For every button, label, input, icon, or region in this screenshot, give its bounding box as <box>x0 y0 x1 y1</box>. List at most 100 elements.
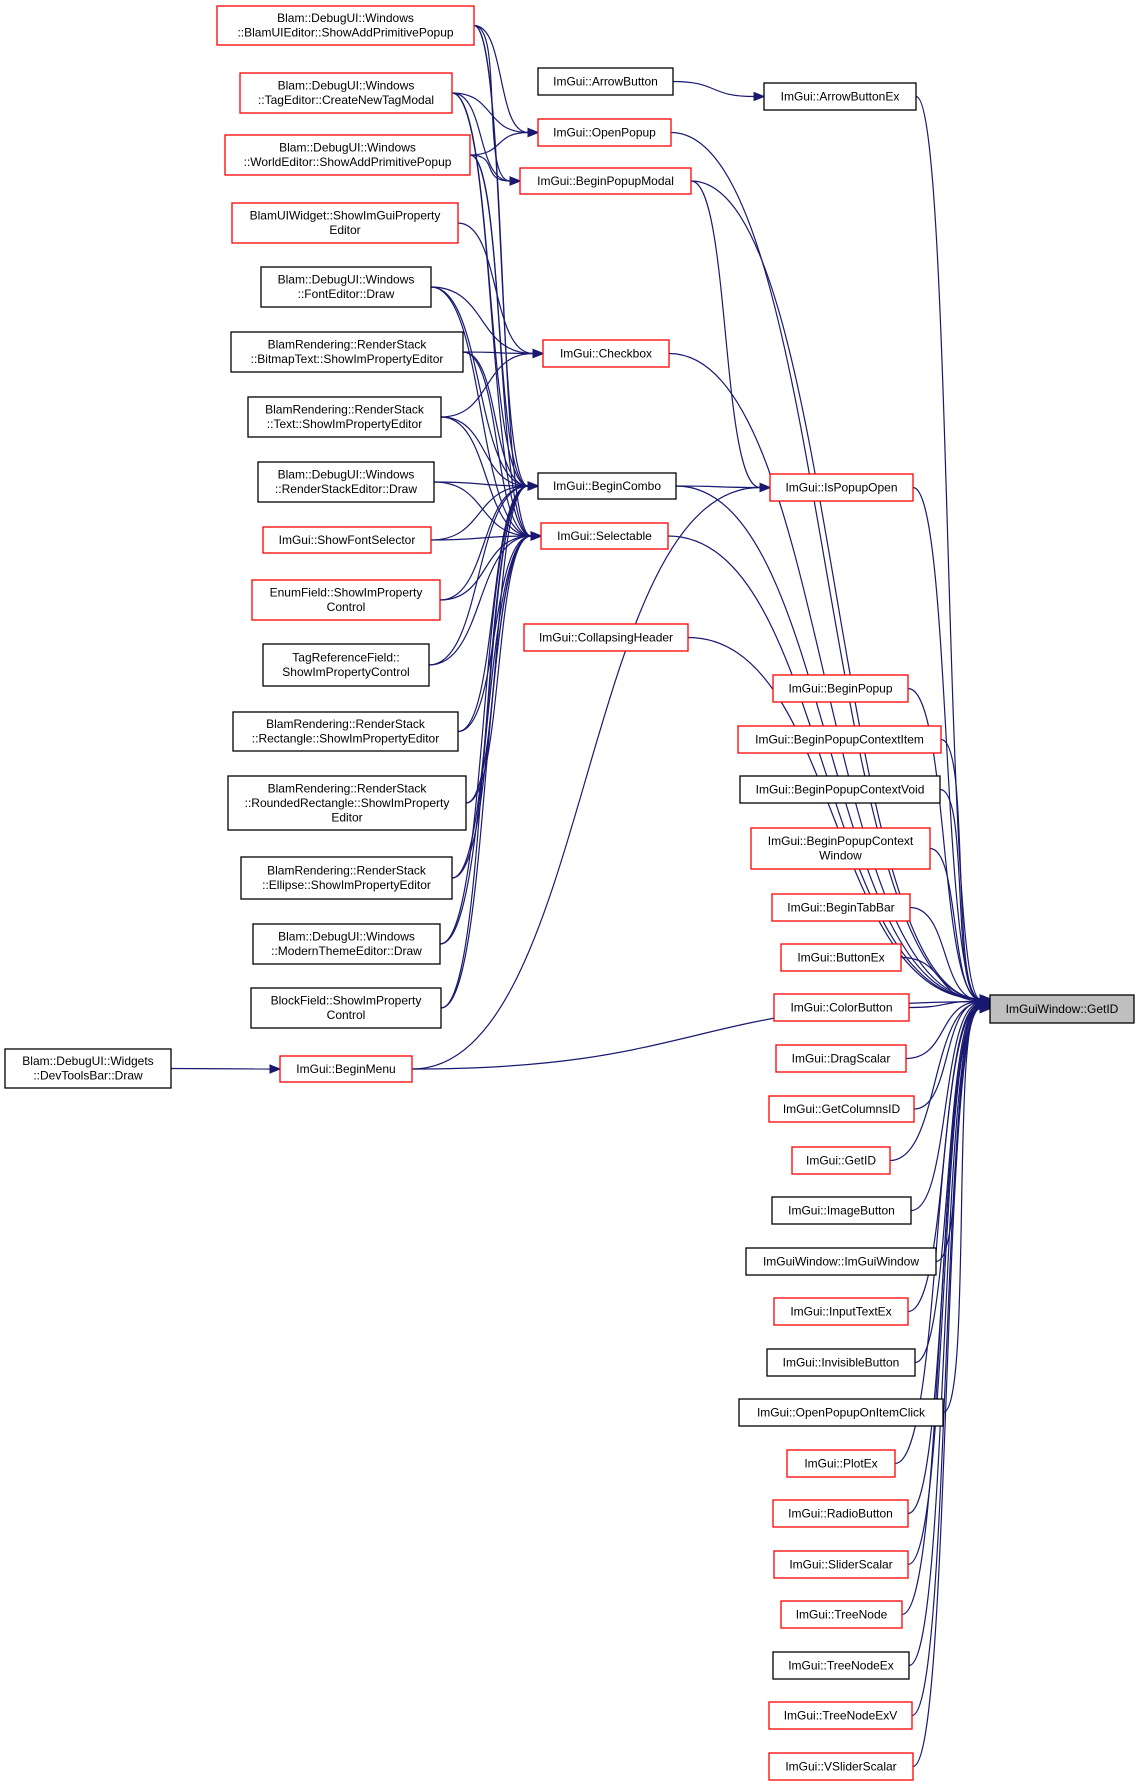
edge-rstext-to-checkbox <box>440 348 545 418</box>
node-sap_blamui[interactable]: Blam::DebugUI::Windows::BlamUIEditor::Sh… <box>216 5 475 46</box>
node-box <box>240 856 453 900</box>
node-box <box>232 711 459 752</box>
node-label: ImGui::BeginPopup <box>788 681 892 695</box>
node-bpcitem[interactable]: ImGui::BeginPopupContextItem <box>737 725 942 754</box>
node-vsliderscalar[interactable]: ImGui::VSliderScalar <box>768 1752 914 1781</box>
node-label: ImGui::Checkbox <box>560 346 652 360</box>
node-box <box>791 1146 891 1175</box>
edge-sap_blamui-to-beginpopupmodal <box>473 24 522 186</box>
node-box <box>252 923 441 965</box>
node-label: ImGui::ButtonEx <box>797 950 884 964</box>
node-box <box>775 1044 907 1073</box>
node-box <box>542 339 670 368</box>
node-beginpopupmodal[interactable]: ImGui::BeginPopupModal <box>519 167 692 195</box>
node-label: BlamUIWidget::ShowImGuiProperty <box>250 209 441 223</box>
node-box <box>257 461 435 503</box>
node-devtools[interactable]: Blam::DebugUI::Widgets::DevToolsBar::Dra… <box>4 1048 172 1089</box>
edge-beginpopupmodal-to-root <box>690 180 992 1004</box>
node-label: ::WorldEditor::ShowAddPrimitivePopup <box>244 155 452 169</box>
node-beginpopup[interactable]: ImGui::BeginPopup <box>772 674 909 703</box>
node-label: BlamRendering::RenderStack <box>266 717 426 731</box>
node-begincombo[interactable]: ImGui::BeginCombo <box>537 472 677 500</box>
node-bpcvoid[interactable]: ImGui::BeginPopupContextVoid <box>739 775 941 804</box>
node-imagebutton[interactable]: ImGui::ImageButton <box>771 1196 912 1225</box>
node-box <box>523 623 689 652</box>
node-label: ImGui::BeginPopupModal <box>537 174 674 188</box>
node-rseditor[interactable]: Blam::DebugUI::Windows::RenderStackEdito… <box>257 461 435 503</box>
node-colorbutton[interactable]: ImGui::ColorButton <box>773 993 910 1022</box>
edge-devtools-to-beginmenu <box>170 1064 282 1074</box>
node-imgui_getid[interactable]: ImGui::GetID <box>791 1146 891 1175</box>
node-box <box>231 202 459 244</box>
node-label: BlamRendering::RenderStack <box>268 781 428 795</box>
node-label: ::TagEditor::CreateNewTagModal <box>258 93 434 107</box>
node-label: ImGui::TreeNode <box>796 1607 888 1621</box>
node-sap_world[interactable]: Blam::DebugUI::Windows::WorldEditor::Sho… <box>224 134 471 176</box>
node-label: ::FontEditor::Draw <box>298 287 395 301</box>
node-inputtextex[interactable]: ImGui::InputTextEx <box>773 1297 909 1326</box>
node-selectable[interactable]: ImGui::Selectable <box>540 522 669 550</box>
node-label: ImGui::GetID <box>806 1153 876 1167</box>
node-rsellipse[interactable]: BlamRendering::RenderStack::Ellipse::Sho… <box>240 856 453 900</box>
node-checkbox[interactable]: ImGui::Checkbox <box>542 339 670 368</box>
edge-openpopup-to-root <box>670 131 992 1004</box>
node-box <box>216 5 475 46</box>
node-sliderscalar[interactable]: ImGui::SliderScalar <box>773 1550 909 1579</box>
node-enumfield[interactable]: EnumField::ShowImPropertyControl <box>251 579 441 621</box>
node-rsround[interactable]: BlamRendering::RenderStack::RoundedRecta… <box>227 775 467 831</box>
node-arrowbutton[interactable]: ImGui::ArrowButton <box>537 67 674 96</box>
node-box <box>772 1651 910 1680</box>
node-box <box>750 827 931 870</box>
node-arrowbuttonex[interactable]: ImGui::ArrowButtonEx <box>763 82 917 111</box>
node-buttonex[interactable]: ImGui::ButtonEx <box>780 943 902 972</box>
node-moderntheme[interactable]: Blam::DebugUI::Windows::ModernThemeEdito… <box>252 923 441 965</box>
edge-blockfield-to-selectable <box>440 531 543 1009</box>
node-label: ShowImPropertyControl <box>282 665 409 679</box>
node-createtag[interactable]: Blam::DebugUI::Windows::TagEditor::Creat… <box>239 72 453 114</box>
node-treenodeexv[interactable]: ImGui::TreeNodeExV <box>768 1701 913 1730</box>
node-getcolumnsid[interactable]: ImGui::GetColumnsID <box>768 1095 915 1123</box>
edge-blockfield-to-begincombo <box>440 481 540 1009</box>
node-tagref[interactable]: TagReferenceField::ShowImPropertyControl <box>262 643 430 687</box>
node-label: Blam::DebugUI::Widgets <box>22 1054 153 1068</box>
node-bitmaptext[interactable]: BlamRendering::RenderStack::BitmapText::… <box>230 331 464 373</box>
node-box <box>780 1600 903 1629</box>
node-radiobutton[interactable]: ImGui::RadioButton <box>772 1499 909 1528</box>
node-box <box>772 1499 909 1528</box>
node-openpopuponitem[interactable]: ImGui::OpenPopupOnItemClick <box>738 1398 944 1427</box>
node-treenode[interactable]: ImGui::TreeNode <box>780 1600 903 1629</box>
node-label: Blam::DebugUI::Windows <box>278 79 415 93</box>
node-label: Blam::DebugUI::Windows <box>277 11 414 25</box>
node-beginmenu[interactable]: ImGui::BeginMenu <box>279 1055 413 1083</box>
node-label: ::RenderStackEditor::Draw <box>275 482 417 496</box>
node-invisiblebutton[interactable]: ImGui::InvisibleButton <box>766 1348 916 1377</box>
node-root[interactable]: ImGuiWindow::GetID <box>989 994 1135 1024</box>
node-label: ImGui::ShowFontSelector <box>279 533 416 547</box>
node-label: Editor <box>329 223 360 237</box>
node-collapsing[interactable]: ImGui::CollapsingHeader <box>523 623 689 652</box>
node-treenodeex[interactable]: ImGui::TreeNodeEx <box>772 1651 910 1680</box>
node-dragscalar[interactable]: ImGui::DragScalar <box>775 1044 907 1073</box>
node-begintabbar[interactable]: ImGui::BeginTabBar <box>771 893 911 922</box>
node-label: ::Text::ShowImPropertyEditor <box>267 417 422 431</box>
node-openpopup[interactable]: ImGui::OpenPopup <box>537 118 672 147</box>
edge-sap_blamui-to-selectable <box>473 24 543 541</box>
node-ispopupopen[interactable]: ImGui::IsPopupOpen <box>769 473 914 502</box>
node-label: ImGui::ArrowButtonEx <box>781 89 900 103</box>
node-rsrect[interactable]: BlamRendering::RenderStack::Rectangle::S… <box>232 711 459 752</box>
edge-sap_world-to-openpopup <box>469 127 540 156</box>
node-label: EnumField::ShowImProperty <box>270 586 423 600</box>
edge-beginpopupmodal-to-ispopupopen <box>690 180 772 493</box>
node-showfontsel[interactable]: ImGui::ShowFontSelector <box>262 526 432 554</box>
node-plotex[interactable]: ImGui::PlotEx <box>786 1449 896 1478</box>
node-rstext[interactable]: BlamRendering::RenderStack::Text::ShowIm… <box>247 396 442 438</box>
node-box <box>786 1449 896 1478</box>
node-fonteditor[interactable]: Blam::DebugUI::Windows::FontEditor::Draw <box>260 266 432 308</box>
node-box <box>519 167 692 195</box>
node-imguiwindowctor[interactable]: ImGuiWindow::ImGuiWindow <box>745 1247 937 1276</box>
edge-enumfield-to-selectable <box>439 531 543 601</box>
node-blockfield[interactable]: BlockField::ShowImPropertyControl <box>250 987 442 1029</box>
